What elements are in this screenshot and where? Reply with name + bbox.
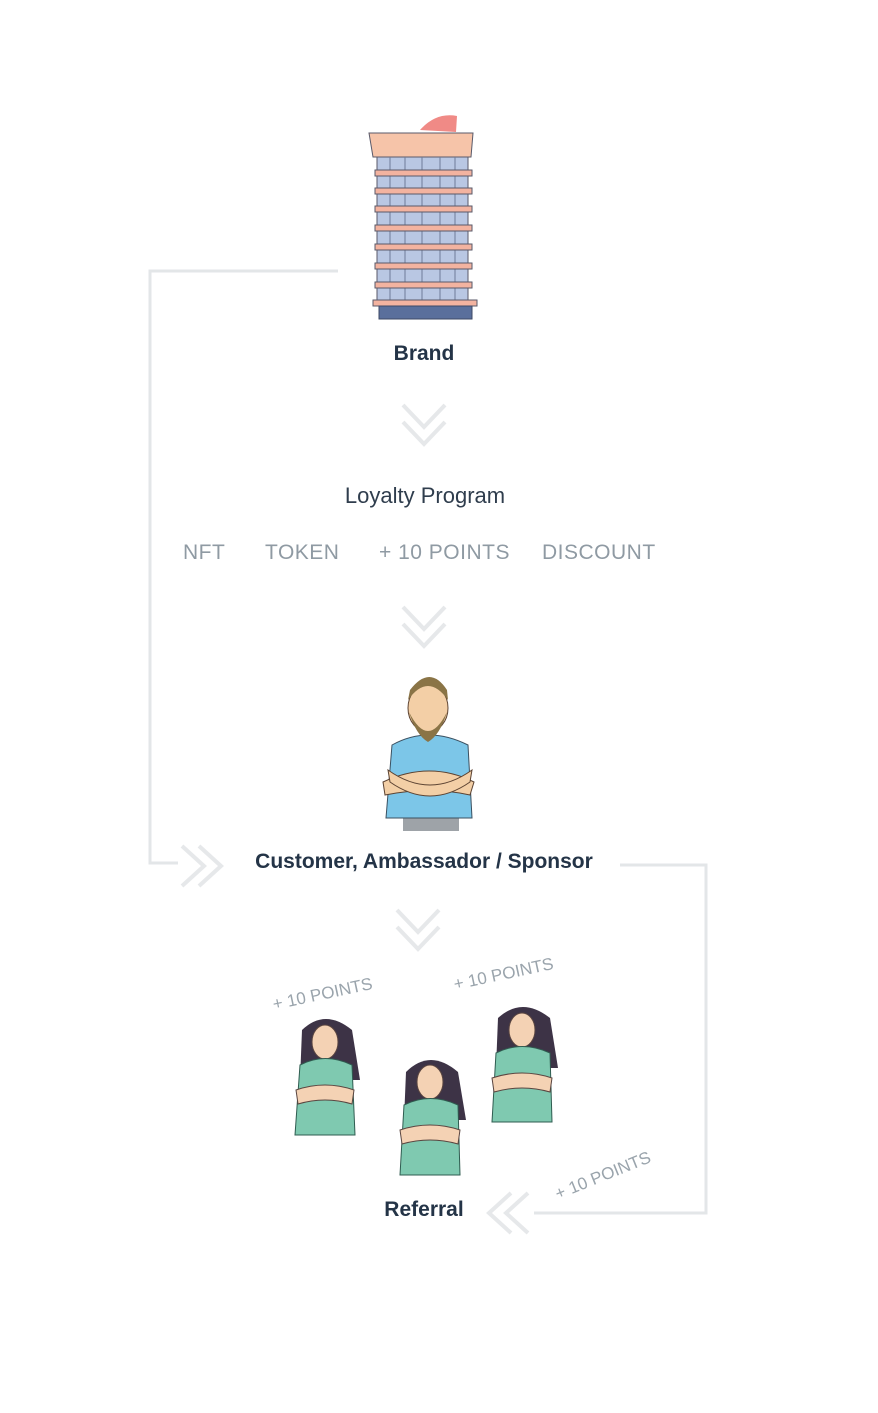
brand-label: Brand <box>393 342 455 365</box>
chevron-down-icon-3 <box>395 908 441 952</box>
chevron-down-icon-1 <box>401 403 447 447</box>
left-connector-line <box>148 269 338 865</box>
referral-label: Referral <box>384 1198 464 1221</box>
bearded-man-icon <box>382 677 475 831</box>
chevron-right-icon <box>180 844 224 888</box>
woman-icon-center <box>399 1060 466 1176</box>
reward-token: TOKEN <box>265 541 340 564</box>
chevron-down-icon-2 <box>401 605 447 649</box>
chevron-left-icon <box>486 1191 530 1235</box>
woman-icon-right <box>491 1007 558 1123</box>
woman-icon-left <box>294 1019 360 1136</box>
reward-points: + 10 POINTS <box>379 541 510 564</box>
customer-label: Customer, Ambassador / Sponsor <box>255 850 593 873</box>
loyalty-program-title: Loyalty Program <box>344 483 506 508</box>
reward-discount: DISCOUNT <box>542 541 656 564</box>
reward-nft: NFT <box>183 541 226 564</box>
right-connector-line <box>534 863 708 1215</box>
building-icon <box>368 115 478 320</box>
